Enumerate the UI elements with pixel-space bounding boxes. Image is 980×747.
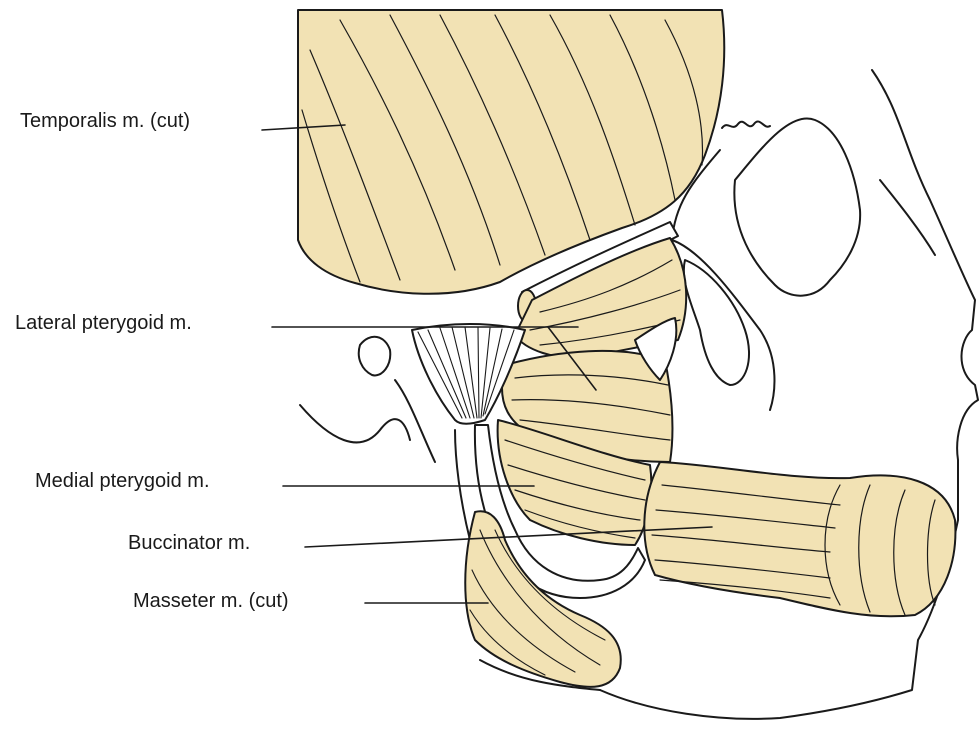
temporalis-label: Temporalis m. (cut) xyxy=(20,111,190,131)
buccinator-label: Buccinator m. xyxy=(128,533,250,553)
maxillary-sinus xyxy=(684,260,749,385)
ear-canal xyxy=(359,337,391,376)
ramus-outline xyxy=(455,430,470,540)
mastoid-outline xyxy=(300,405,410,442)
medial-pterygoid-label: Medial pterygoid m. xyxy=(35,471,210,491)
zygoma-squiggle xyxy=(722,121,770,128)
lateral-pterygoid-label: Lateral pterygoid m. xyxy=(15,313,192,333)
masseter-label: Masseter m. (cut) xyxy=(133,591,289,611)
orbit-outline xyxy=(734,118,860,295)
